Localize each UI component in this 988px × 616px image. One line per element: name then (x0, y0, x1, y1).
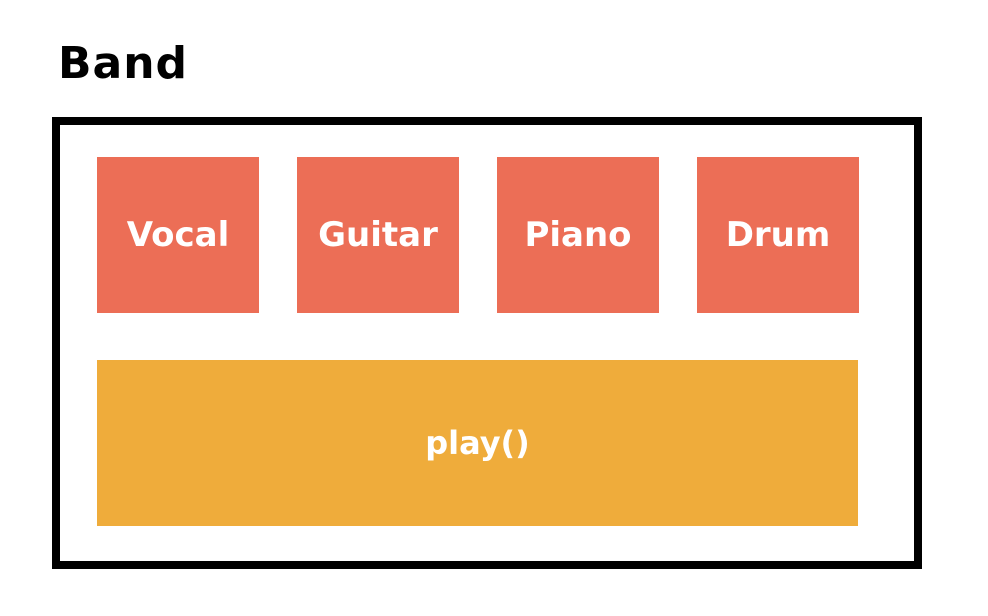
member-box-piano: Piano (497, 157, 659, 313)
band-class-container: Vocal Guitar Piano Drum play() (52, 117, 922, 569)
method-box-play: play() (97, 360, 858, 526)
member-label: Piano (524, 215, 632, 255)
member-label: Drum (725, 215, 831, 255)
member-box-drum: Drum (697, 157, 859, 313)
member-label: Guitar (318, 215, 438, 255)
member-box-guitar: Guitar (297, 157, 459, 313)
method-label: play() (425, 424, 530, 462)
member-box-vocal: Vocal (97, 157, 259, 313)
diagram-title: Band (58, 38, 189, 89)
member-label: Vocal (126, 215, 230, 255)
